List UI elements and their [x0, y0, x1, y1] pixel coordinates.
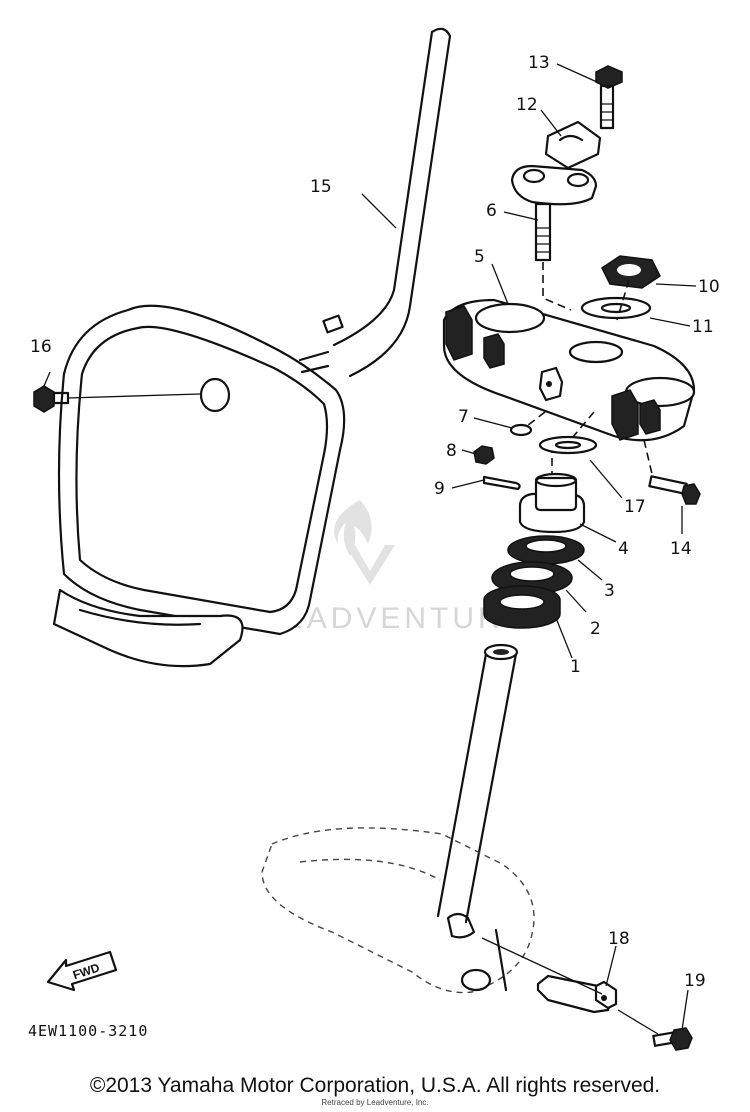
part-1-bearing [483, 585, 561, 629]
center-line-9 [526, 411, 546, 427]
center-line-14 [643, 439, 653, 475]
part-10-steering-nut [601, 255, 661, 289]
callout-17: 17 [624, 497, 646, 517]
callout-16: 16 [30, 337, 52, 357]
callout-14: 14 [670, 539, 692, 559]
part-6-lower-holder [510, 164, 598, 262]
under-bracket-outline [261, 827, 535, 994]
flame-logo-icon [334, 500, 372, 556]
part-11-washer [580, 296, 652, 320]
retraced-credit: Retraced by Leadventure, Inc. [321, 1098, 429, 1107]
leader-lines [43, 63, 697, 1035]
callout-6: 6 [486, 201, 497, 221]
callouts: 13 12 6 5 10 11 7 8 9 17 14 4 3 2 1 15 1… [30, 53, 720, 991]
callout-13: 13 [528, 53, 550, 73]
part-12-upper-holder [544, 120, 602, 170]
part-18-cable-guide [536, 974, 618, 1014]
center-line-10 [616, 279, 630, 321]
part-4-ring-nut [518, 472, 586, 534]
callout-18: 18 [608, 929, 630, 949]
part-11-washer-hole [600, 302, 632, 314]
steering-stem [436, 643, 519, 924]
callout-4: 4 [618, 539, 629, 559]
callout-5: 5 [474, 247, 485, 267]
part-15-number-plate [52, 27, 452, 668]
callout-11: 11 [692, 317, 714, 337]
part-8-nut [473, 445, 495, 465]
part-7-washer [509, 423, 533, 437]
part-3-bearing-cover [507, 535, 585, 565]
callout-9: 9 [434, 479, 445, 499]
part-13-bolt [595, 65, 623, 130]
callout-2: 2 [590, 619, 601, 639]
part-9-cotter-pin [482, 475, 521, 491]
callout-1: 1 [570, 657, 581, 677]
part-14-bolt [648, 475, 701, 505]
part-17-washer [538, 435, 598, 455]
diagram-code: 4EW1100-3210 [28, 1022, 148, 1040]
center-line-17 [571, 411, 595, 439]
callout-3: 3 [604, 581, 615, 601]
callout-8: 8 [446, 441, 457, 461]
v-logo-icon [345, 545, 395, 585]
center-line-6 [542, 262, 572, 311]
part-19-bolt [652, 1027, 693, 1051]
callout-7: 7 [458, 407, 469, 427]
callout-19: 19 [684, 971, 706, 991]
fwd-arrow-icon: FWD [46, 950, 118, 992]
callout-10: 10 [698, 277, 720, 297]
callout-15: 15 [310, 177, 332, 197]
part-17-washer-hole [554, 440, 582, 450]
callout-12: 12 [516, 95, 538, 115]
copyright-notice: ©2013 Yamaha Motor Corporation, U.S.A. A… [89, 1074, 661, 1097]
part-5-upper-bracket [442, 298, 696, 442]
